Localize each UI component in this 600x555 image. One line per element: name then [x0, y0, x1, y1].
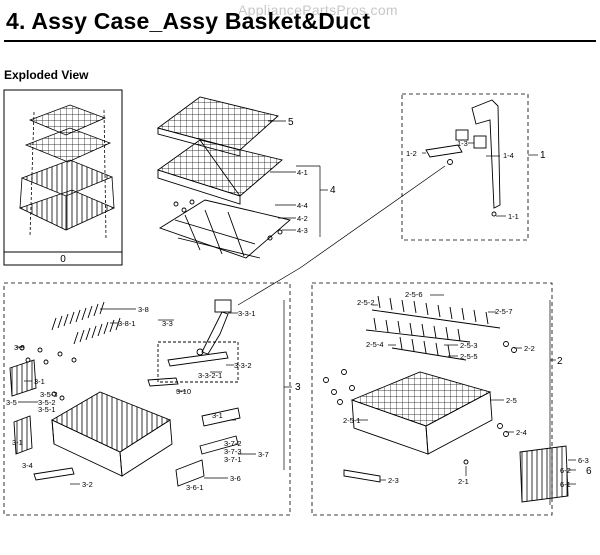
label-4-2: 4-2 [297, 214, 308, 223]
label-3-5-1: 3-5-1 [38, 405, 56, 414]
lower-basket-parts [323, 341, 569, 503]
label-3-10: 3-10 [176, 387, 191, 396]
label-3-8: 3-8 [138, 305, 149, 314]
label-1-4: 1-4 [503, 151, 514, 160]
label-6-1: 6-1 [560, 480, 571, 489]
page-title: 4. Assy Case_Assy Basket&Duct [6, 8, 371, 34]
upper-basket [51, 391, 173, 477]
label-3-7-2: 3-7-2 [224, 439, 242, 448]
duct-assembly [425, 99, 501, 217]
label-4-1: 4-1 [297, 168, 308, 177]
label-4: 4 [330, 185, 336, 196]
leader-lines-duct [237, 142, 538, 306]
label-2-1: 2-1 [458, 477, 469, 486]
leader-lines-lower-basket [356, 294, 576, 505]
label-2-5-6: 2-5-6 [405, 290, 423, 299]
label-3-1-c: 3-1 [12, 438, 23, 447]
label-6-3: 6-3 [578, 456, 589, 465]
upper-spray-arm [157, 299, 239, 383]
duct-group-box [401, 93, 529, 241]
label-3-3-1: 3-3-1 [238, 309, 256, 318]
label-5: 5 [288, 117, 294, 128]
leader-lines-top [268, 120, 328, 237]
label-2-5: 2-5 [506, 396, 517, 405]
label-2-5-1: 2-5-1 [343, 416, 361, 425]
label-3-7: 3-7 [258, 450, 269, 459]
label-3-8-1: 3-8-1 [118, 319, 136, 328]
lower-tine-rows [365, 295, 501, 361]
label-1-3: 1-3 [457, 139, 468, 148]
label-3-1-b: 3-1 [212, 411, 223, 420]
leader-lines-upper-basket [16, 300, 292, 485]
inset-assembly [3, 89, 123, 266]
label-2-2: 2-2 [524, 344, 535, 353]
label-2-5-2: 2-5-2 [357, 298, 375, 307]
title-underline [4, 40, 596, 42]
section-subtitle: Exploded View [4, 68, 89, 82]
label-3-6-1: 3-6-1 [186, 483, 204, 492]
label-3-3-2: 3-3-2 [234, 361, 252, 370]
label-2-3: 2-3 [388, 476, 399, 485]
label-3-6: 3-6 [230, 474, 241, 483]
label-1-1: 1-1 [508, 212, 519, 221]
tray-rail-frame [158, 199, 291, 259]
label-3-5-3: 3-5-3 [40, 390, 58, 399]
label-6-2: 6-2 [560, 466, 571, 475]
label-2-4: 2-4 [516, 428, 527, 437]
upper-basket-group-box [3, 282, 291, 516]
label-3-3-2-1: 3-3-2-1 [198, 371, 222, 380]
watermark: AppliancePartsPros.com [238, 2, 398, 18]
label-2-5-3: 2-5-3 [460, 341, 478, 350]
label-2-5-7: 2-5-7 [495, 307, 513, 316]
label-3-3: 3-3 [162, 319, 173, 328]
label-2-5-4: 2-5-4 [366, 340, 384, 349]
label-3-2: 3-2 [82, 480, 93, 489]
label-4-4: 4-4 [297, 201, 308, 210]
lower-basket [350, 371, 493, 455]
label-1-2: 1-2 [406, 149, 417, 158]
label-3-5-2: 3-5-2 [38, 398, 56, 407]
lower-basket-group-box [311, 282, 553, 516]
label-2: 2 [557, 356, 563, 367]
label-4-3: 4-3 [297, 226, 308, 235]
label-3: 3 [295, 382, 301, 393]
label-2-5-5: 2-5-5 [460, 352, 478, 361]
label-3-7-1: 3-7-1 [224, 455, 242, 464]
label-1: 1 [540, 150, 546, 161]
upper-cutlery-tray [156, 96, 283, 205]
tine-row [51, 301, 121, 345]
upper-basket-parts [9, 345, 241, 487]
label-6: 6 [586, 466, 592, 477]
label-3-7-3: 3-7-3 [224, 447, 242, 456]
inset-caption: 0 [60, 254, 66, 265]
label-3-4: 3-4 [22, 461, 33, 470]
label-3-1: 3-1 [34, 377, 45, 386]
label-3-5: 3-5 [6, 398, 17, 407]
label-3-9: 3-9 [14, 343, 25, 352]
